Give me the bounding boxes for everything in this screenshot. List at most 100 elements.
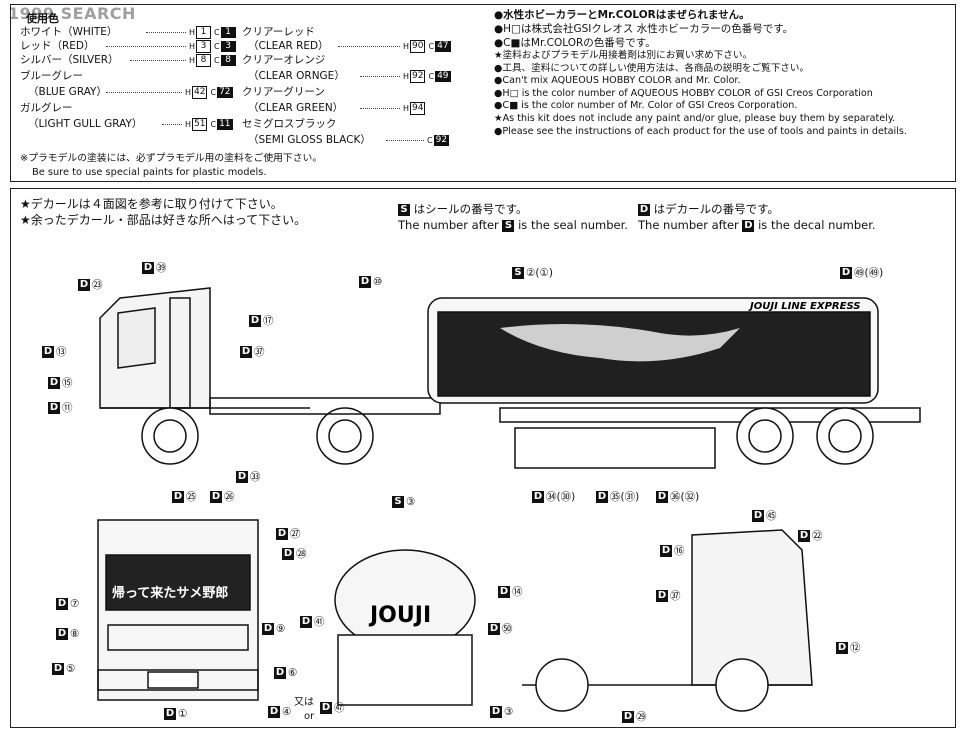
paint-title: 使用色 (26, 12, 59, 25)
h-code: 92 (410, 70, 426, 84)
side-view-drawing: JOUJI LINE EXPRESS (99, 287, 921, 469)
clear-orange-en: （CLEAR ORNGE） (248, 70, 345, 82)
seal-badge: S (502, 219, 515, 232)
note-9: ★As this kit does not include any paint … (494, 112, 896, 124)
paint-footnote-en: Be sure to use special paints for plasti… (32, 167, 267, 178)
paint-name-en: （LIGHT GULL GRAY） (28, 118, 143, 130)
seal-legend: S はシールの番号です。 The number after S is the s… (398, 201, 628, 233)
watermark-logo: 1999 (8, 4, 55, 23)
clear-green: クリアーグリーン (242, 86, 325, 98)
note-2: ●H□は株式会社GSIクレオス 水性ホビーカラーの色番号です。 (494, 23, 794, 35)
paint-name-en: （BLUE GRAY） (28, 86, 107, 98)
paint-row-red: レッド（RED） (20, 40, 95, 53)
callout-rear-or-en: or (304, 711, 315, 722)
decal-legend: D はデカールの番号です。 The number after D is the … (638, 201, 876, 233)
c-code: 11 (217, 119, 233, 131)
paint-name: ホワイト（WHITE） (20, 26, 118, 38)
front-text: 帰って来たサメ野郎 (112, 585, 228, 601)
notes: ●水性ホビーカラーとMr.COLORはまぜられません。 ●H□は株式会社GSIク… (494, 8, 907, 138)
h-code: 3 (196, 40, 212, 54)
instruction-2: ★余ったデカール・部品は好きな所へはって下さい。 (20, 213, 307, 227)
seal-legend-jp: はシールの番号です。 (413, 202, 528, 216)
note-8: ●C■ is the color number of Mr. Color of … (494, 100, 798, 112)
note-5: ●工具、塗料についての詳しい使用方法は、各商品の説明をご覧下さい。 (494, 62, 810, 74)
h-code: 1 (196, 26, 212, 40)
h-code: 51 (192, 118, 208, 132)
paint-footnote-jp: ※プラモデルの塗装には、必ずプラモデル用の塗料をご使用下さい。 (20, 153, 323, 164)
clear-orange: クリアーオレンジ (242, 54, 326, 66)
callout-rear-or: 又は (294, 697, 314, 708)
paint-row-white: ホワイト（WHITE） (20, 26, 117, 39)
h-code: 90 (410, 40, 426, 54)
note-1: ●水性ホビーカラーとMr.COLORはまぜられません。 (494, 9, 750, 21)
note-3: ●C■はMr.COLORの色番号です。 (494, 37, 656, 49)
c-code: 8 (220, 55, 236, 67)
semi-gloss-black: セミグロスブラック (242, 118, 337, 130)
paint-row-gullgray: ガルグレー (20, 102, 73, 115)
clear-red-en: （CLEAR RED） (248, 40, 329, 52)
paint-row-gullgray-en: （LIGHT GULL GRAY） (28, 118, 142, 131)
paint-info-panel (10, 4, 956, 182)
seal-legend-en-a: The number after (398, 218, 499, 232)
h-code: 42 (192, 86, 208, 100)
paint-row-silver: シルバー（SILVER） (20, 54, 119, 67)
seal-badge: S (398, 203, 410, 216)
c-code: 47 (435, 41, 451, 53)
front-view-drawing: 帰って来たサメ野郎 (97, 519, 259, 701)
c-code: 72 (217, 87, 233, 99)
c-code: 3 (220, 41, 236, 53)
decal-badge: D (742, 219, 755, 232)
paint-name: ガルグレー (20, 102, 73, 114)
instruction-1: ★デカールは４面図を参考に取り付けて下さい。 (20, 197, 283, 211)
note-6: ●Can't mix AQUEOUS HOBBY COLOR and Mr. C… (494, 75, 741, 87)
seal-legend-en-b: is the seal number. (518, 218, 628, 232)
right-view-drawing (522, 529, 813, 712)
decal-diagram-panel (10, 188, 956, 728)
decal-legend-en-b: is the decal number. (758, 218, 876, 232)
watermark: 1999 SEARCH (8, 4, 136, 23)
paint-name: シルバー（SILVER） (20, 54, 119, 66)
decal-legend-en-a: The number after (638, 218, 739, 232)
paint-name: ブルーグレー (20, 70, 83, 82)
paint-row-bluegray: ブルーグレー (20, 70, 83, 83)
